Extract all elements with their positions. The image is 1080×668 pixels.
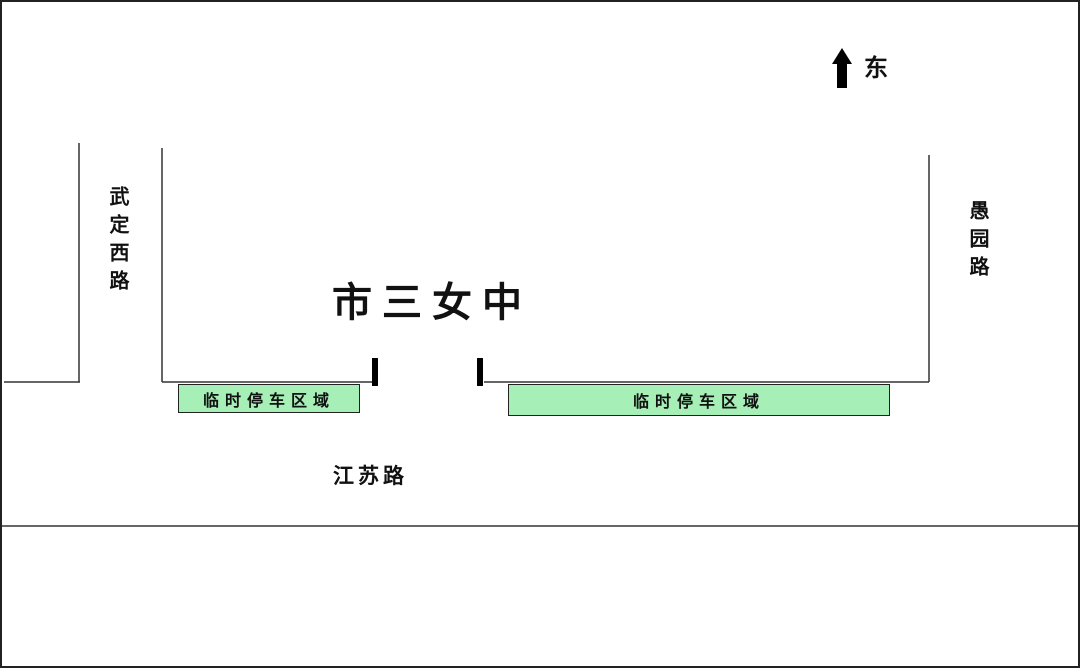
east-road-label: 愚园路 — [966, 200, 990, 284]
gate-post-right — [477, 358, 483, 386]
school-name: 市三女中 — [332, 279, 532, 326]
parking-zone-left: 临时停车区域 — [178, 384, 360, 413]
school-boundary — [161, 148, 930, 383]
south-road-label: 江苏路 — [333, 463, 408, 488]
parking-zone-right: 临时停车区域 — [508, 384, 890, 416]
direction-label: 东 — [864, 53, 888, 82]
direction-arrow-icon — [832, 48, 852, 88]
west-road-label: 武定西路 — [106, 186, 130, 298]
gate-post-left — [372, 358, 378, 386]
